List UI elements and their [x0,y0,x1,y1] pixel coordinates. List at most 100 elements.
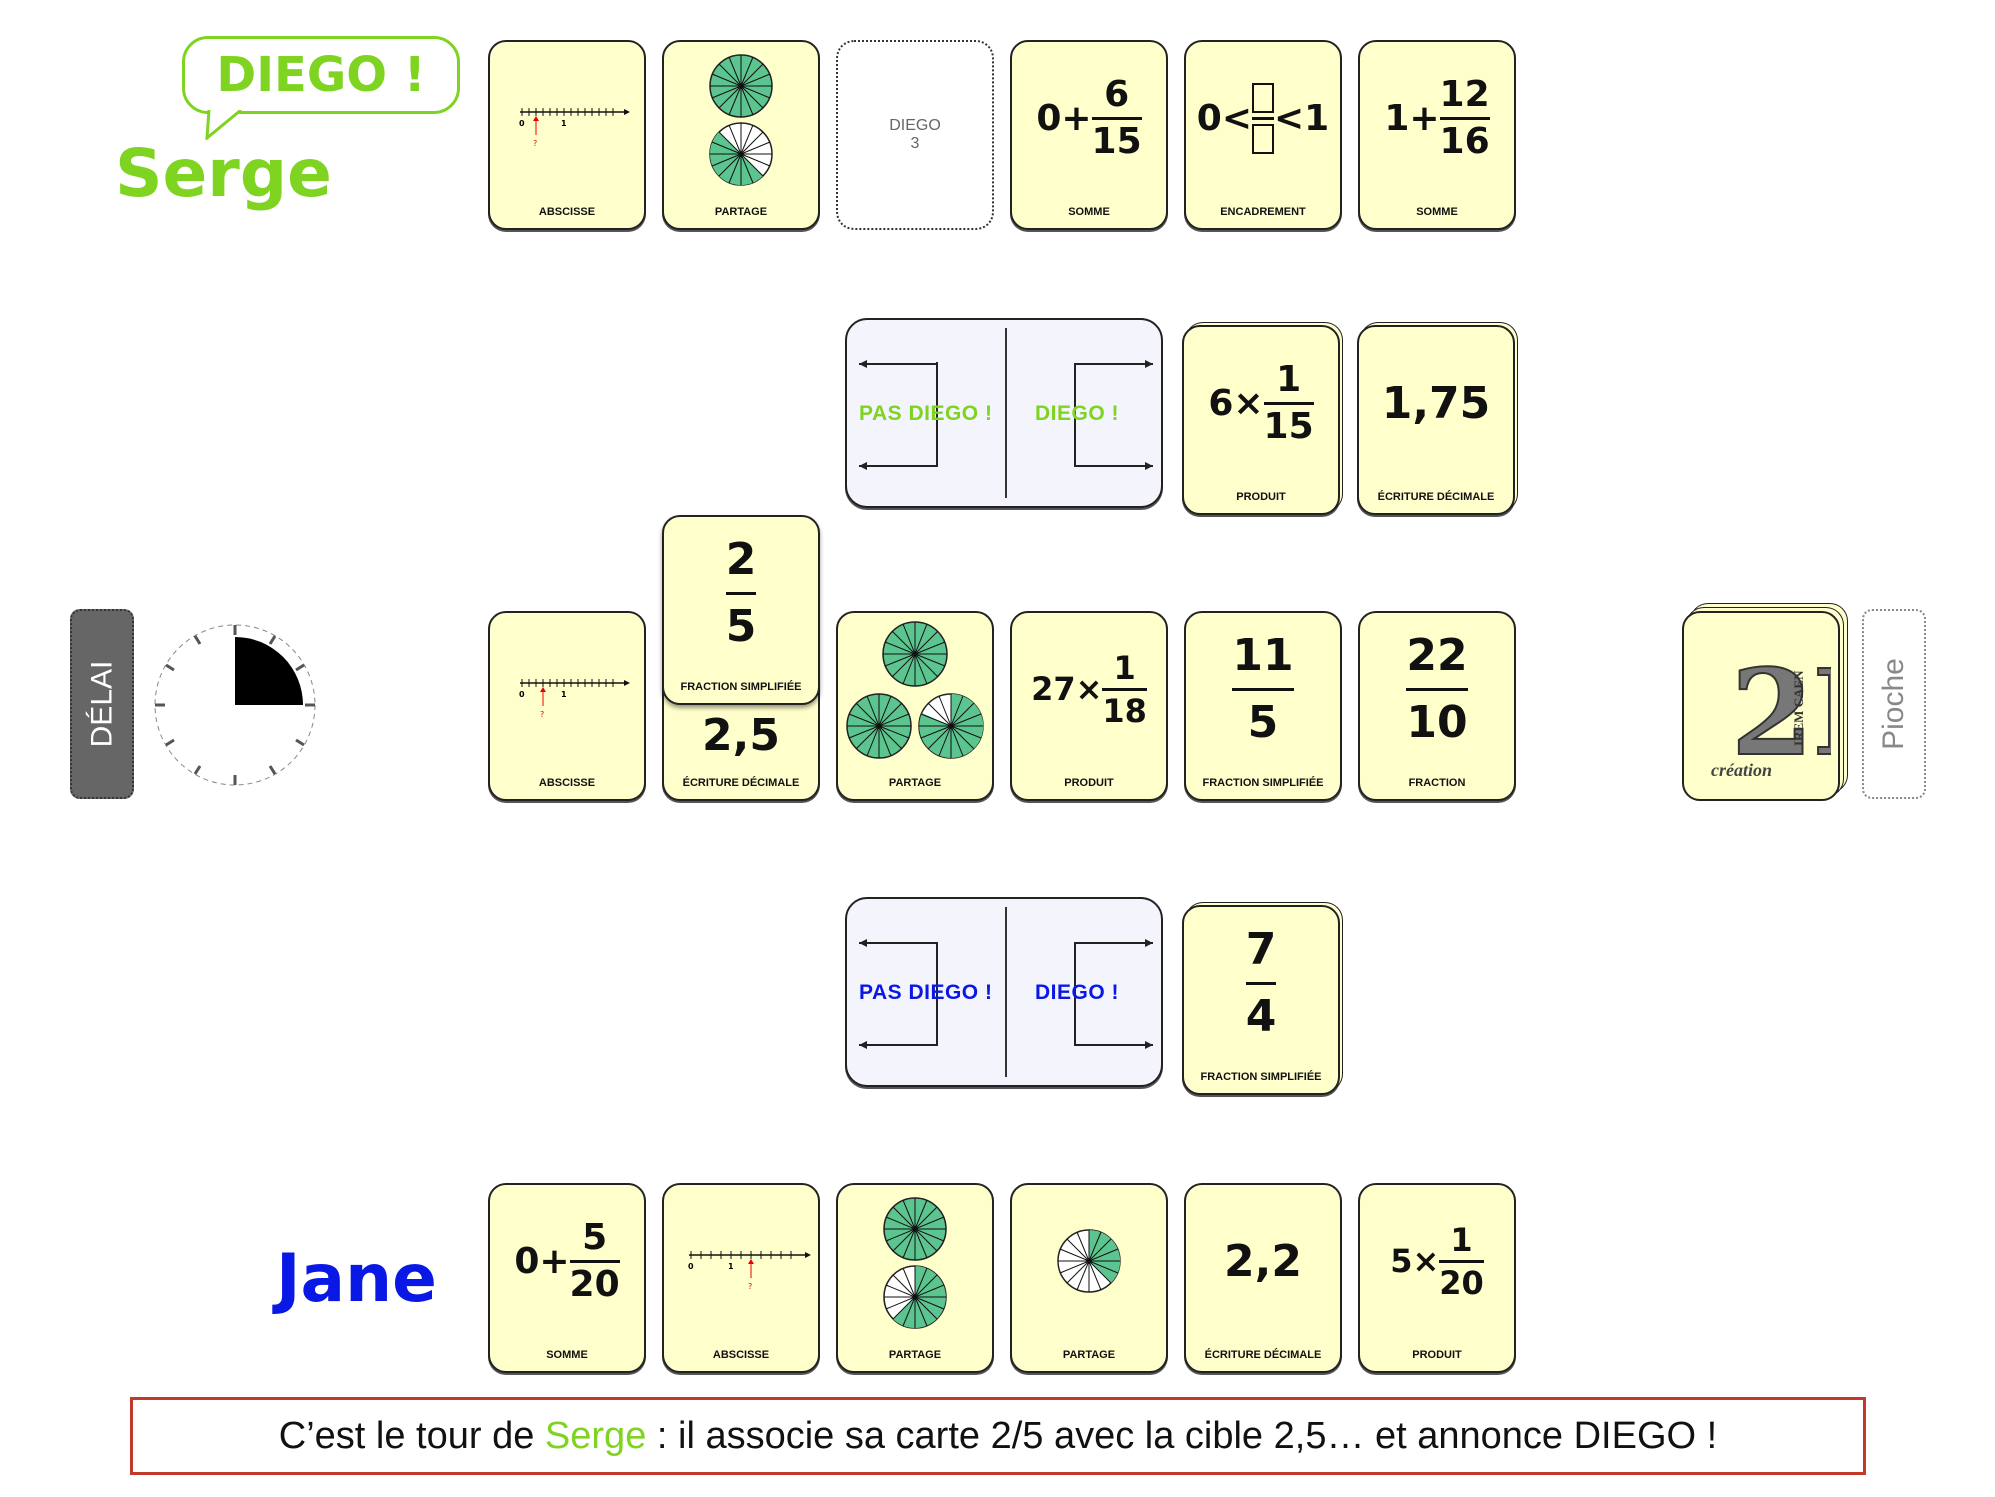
zone-arrows [859,360,1153,470]
card-type: FRACTION SIMPLIFIÉE [1200,1071,1322,1083]
card-type: PRODUIT [1412,1349,1462,1361]
target-abscisse[interactable]: 0 1 ? ABSCISSE [488,611,646,801]
serge-card-encadrement[interactable]: 0< <1 ENCADREMENT [1184,40,1342,230]
axis-marker-label: ? [540,710,544,719]
serge-card-partage[interactable]: PARTAGE [662,40,820,230]
player-name-serge: Serge [115,135,332,212]
fraction-numerator: 1 [1276,358,1302,400]
expr-prefix: 27× [1031,670,1103,708]
pie-fraction-icon [1057,1229,1121,1293]
status-player-name: Serge [544,1414,647,1457]
diego-label: DIEGO ! [1035,981,1120,1004]
fraction-numerator: 1 [1450,1220,1473,1259]
speech-bubble: DIEGO ! [182,36,460,114]
serge-pile-decimal[interactable]: 1,75 ÉCRITURE DÉCIMALE [1357,325,1515,515]
pas-diego-label: PAS DIEGO ! [859,402,993,425]
fraction-numerator: 22 [1406,629,1468,681]
irem-logo: 2M IREM CAEN création [1711,642,1831,783]
axis-one-label: 1 [561,119,567,128]
expr-right: <1 [1274,97,1330,139]
card-type: FRACTION [1408,777,1466,789]
card-type: ABSCISSE [538,777,596,789]
fraction-numerator: 7 [1245,923,1277,975]
card-type: PRODUIT [1236,491,1286,503]
fraction-denominator: 5 [1247,696,1279,748]
delay-button[interactable]: DÉLAI [70,609,134,799]
expr-prefix: 0+ [514,1240,570,1282]
jane-card-partage-2[interactable]: PARTAGE [1010,1183,1168,1373]
card-type: PARTAGE [888,777,942,789]
pie-fraction-icon [709,54,773,186]
pioche-label: Pioche [1877,658,1911,750]
fraction-denominator: 4 [1245,990,1277,1042]
expr-left: 0< [1196,97,1252,139]
fraction-numerator: 2 [725,533,757,585]
card-type: ENCADREMENT [1220,206,1306,218]
card-type: SOMME [1068,206,1110,218]
jane-pile-fraction[interactable]: 7 4 FRACTION SIMPLIFIÉE [1182,905,1340,1095]
pas-diego-label: PAS DIEGO ! [859,981,993,1004]
placeholder-line1: DIEGO [889,117,941,134]
fraction-denominator: 16 [1439,120,1490,162]
pie-fraction-icon [883,1197,947,1329]
serge-diego-placeholder: DIEGO 3 [836,40,994,230]
card-type: PARTAGE [888,1349,942,1361]
fraction-denominator: 15 [1091,120,1142,162]
card-type: SOMME [546,1349,588,1361]
card-type: FRACTION SIMPLIFIÉE [1202,777,1324,789]
draw-deck[interactable]: 2M IREM CAEN création [1682,611,1840,801]
card-type: PARTAGE [714,206,768,218]
card-type: ÉCRITURE DÉCIMALE [682,777,800,789]
pie-fraction-icon [846,621,984,759]
card-type: ABSCISSE [712,1349,770,1361]
fraction-numerator: 11 [1232,629,1294,681]
card-type: ABSCISSE [538,206,596,218]
decimal-value: 2,5 [702,710,780,761]
card-type: ÉCRITURE DÉCIMALE [1377,491,1495,503]
jane-card-partage-1[interactable]: PARTAGE [836,1183,994,1373]
jane-decision-zone[interactable]: PAS DIEGO ! DIEGO ! [845,897,1163,1087]
axis-one-label: 1 [561,690,567,699]
fraction-numerator: 5 [582,1216,608,1258]
fraction-denominator: 20 [1439,1263,1484,1302]
fraction-denominator: 10 [1406,696,1468,748]
axis-one-label: 1 [728,1262,734,1271]
axis-zero-label: 0 [688,1262,694,1271]
decimal-value: 2,2 [1224,1235,1302,1287]
player-name-jane: Jane [276,1240,437,1317]
status-message: C’est le tour de Serge : il associe sa c… [130,1397,1866,1475]
delay-label: DÉLAI [85,660,118,748]
pioche-button[interactable]: Pioche [1862,609,1926,799]
jane-card-decimal[interactable]: 2,2 ÉCRITURE DÉCIMALE [1184,1183,1342,1373]
number-line-icon: 0 1 ? [519,679,630,719]
target-fraction-simplifiee[interactable]: 11 5 FRACTION SIMPLIFIÉE [1184,611,1342,801]
serge-card-abscisse[interactable]: 0 1 ? ABSCISSE [488,40,646,230]
decimal-value: 1,75 [1381,377,1491,429]
diego-label: DIEGO ! [1035,402,1120,425]
zone-arrows [859,939,1153,1049]
card-type: ÉCRITURE DÉCIMALE [1204,1349,1322,1361]
blank-numerator-box [1252,82,1274,113]
axis-marker-label: ? [533,139,537,148]
logo-script: création [1711,760,1772,780]
card-type: SOMME [1416,206,1458,218]
jane-card-abscisse[interactable]: 0 1 ? ABSCISSE [662,1183,820,1373]
placeholder-line2: 3 [910,135,920,152]
target-partage[interactable]: PARTAGE [836,611,994,801]
card-type: PRODUIT [1064,777,1114,789]
logo-letters: 2M [1731,643,1831,782]
fraction-denominator: 5 [725,600,757,652]
target-fraction[interactable]: 22 10 FRACTION [1358,611,1516,801]
fraction-denominator: 15 [1263,405,1314,447]
clock-elapsed-wedge [235,637,303,705]
axis-zero-label: 0 [519,119,525,128]
serge-decision-zone[interactable]: PAS DIEGO ! DIEGO ! [845,318,1163,508]
fraction-numerator: 12 [1439,73,1490,115]
